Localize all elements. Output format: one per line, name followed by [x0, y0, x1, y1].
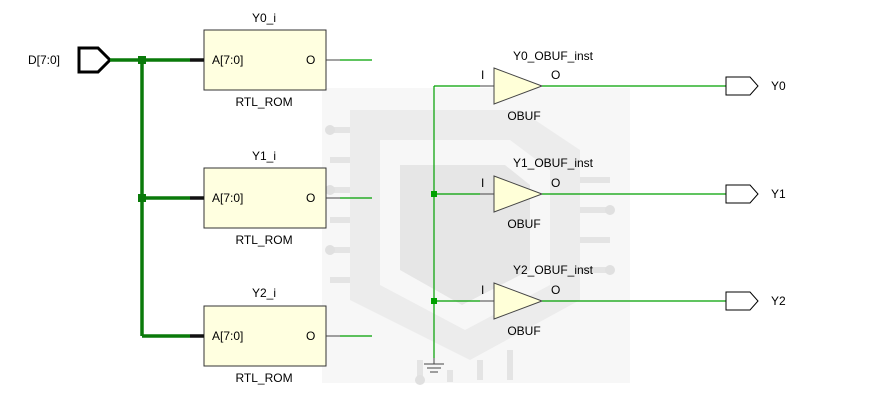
obuf-input-pin: I — [481, 283, 484, 297]
obuf-output-pin: O — [551, 68, 560, 82]
output-wires[interactable] — [542, 85, 726, 302]
rom-block-y2[interactable]: Y2_i A[7:0] O RTL_ROM — [190, 286, 340, 385]
obuf-type-label: OBUF — [507, 324, 540, 338]
rom-output-pin: O — [306, 53, 315, 67]
input-port-label: D[7:0] — [28, 53, 60, 67]
rom-instance-label: Y2_i — [252, 286, 276, 300]
rom-type-label: RTL_ROM — [235, 95, 292, 109]
ground-net[interactable] — [431, 85, 480, 358]
obuf-output-pin: O — [551, 176, 560, 190]
obuf-instance-label: Y2_OBUF_inst — [513, 263, 594, 277]
output-port-label: Y0 — [771, 79, 786, 93]
output-port-label: Y2 — [771, 294, 786, 308]
rom-instance-label: Y0_i — [252, 11, 276, 25]
rom-block-y1[interactable]: Y1_i A[7:0] O RTL_ROM — [190, 149, 340, 247]
obuf-output-pin: O — [551, 283, 560, 297]
rom-block-y0[interactable]: Y0_i A[7:0] O RTL_ROM — [190, 11, 340, 109]
obuf-instance-label: Y1_OBUF_inst — [513, 156, 594, 170]
output-port-y0[interactable]: Y0 — [725, 76, 786, 96]
rom-input-pin: A[7:0] — [212, 53, 243, 67]
obuf-input-pin: I — [481, 68, 484, 82]
rom-output-pin: O — [306, 191, 315, 205]
rom-instance-label: Y1_i — [252, 149, 276, 163]
input-bus[interactable] — [110, 56, 190, 338]
obuf-y1[interactable]: Y1_OBUF_inst I O OBUF — [480, 156, 594, 231]
obuf-type-label: OBUF — [507, 109, 540, 123]
ground-symbol-icon — [424, 358, 444, 373]
rom-output-wires[interactable] — [340, 59, 372, 337]
rom-input-pin: A[7:0] — [212, 191, 243, 205]
rom-input-pin: A[7:0] — [212, 329, 243, 343]
obuf-y0[interactable]: Y0_OBUF_inst I O OBUF — [480, 49, 594, 123]
obuf-type-label: OBUF — [507, 217, 540, 231]
output-port-label: Y1 — [771, 187, 786, 201]
rom-type-label: RTL_ROM — [235, 233, 292, 247]
obuf-instance-label: Y0_OBUF_inst — [513, 49, 594, 63]
output-port-y2[interactable]: Y2 — [725, 291, 786, 311]
obuf-input-pin: I — [481, 176, 484, 190]
circuit-shield-watermark-icon — [322, 88, 630, 385]
rom-output-pin: O — [306, 329, 315, 343]
output-port-y1[interactable]: Y1 — [725, 184, 786, 204]
obuf-y2[interactable]: Y2_OBUF_inst I O OBUF — [480, 263, 594, 338]
input-port-d[interactable] — [77, 46, 113, 74]
rom-type-label: RTL_ROM — [235, 371, 292, 385]
